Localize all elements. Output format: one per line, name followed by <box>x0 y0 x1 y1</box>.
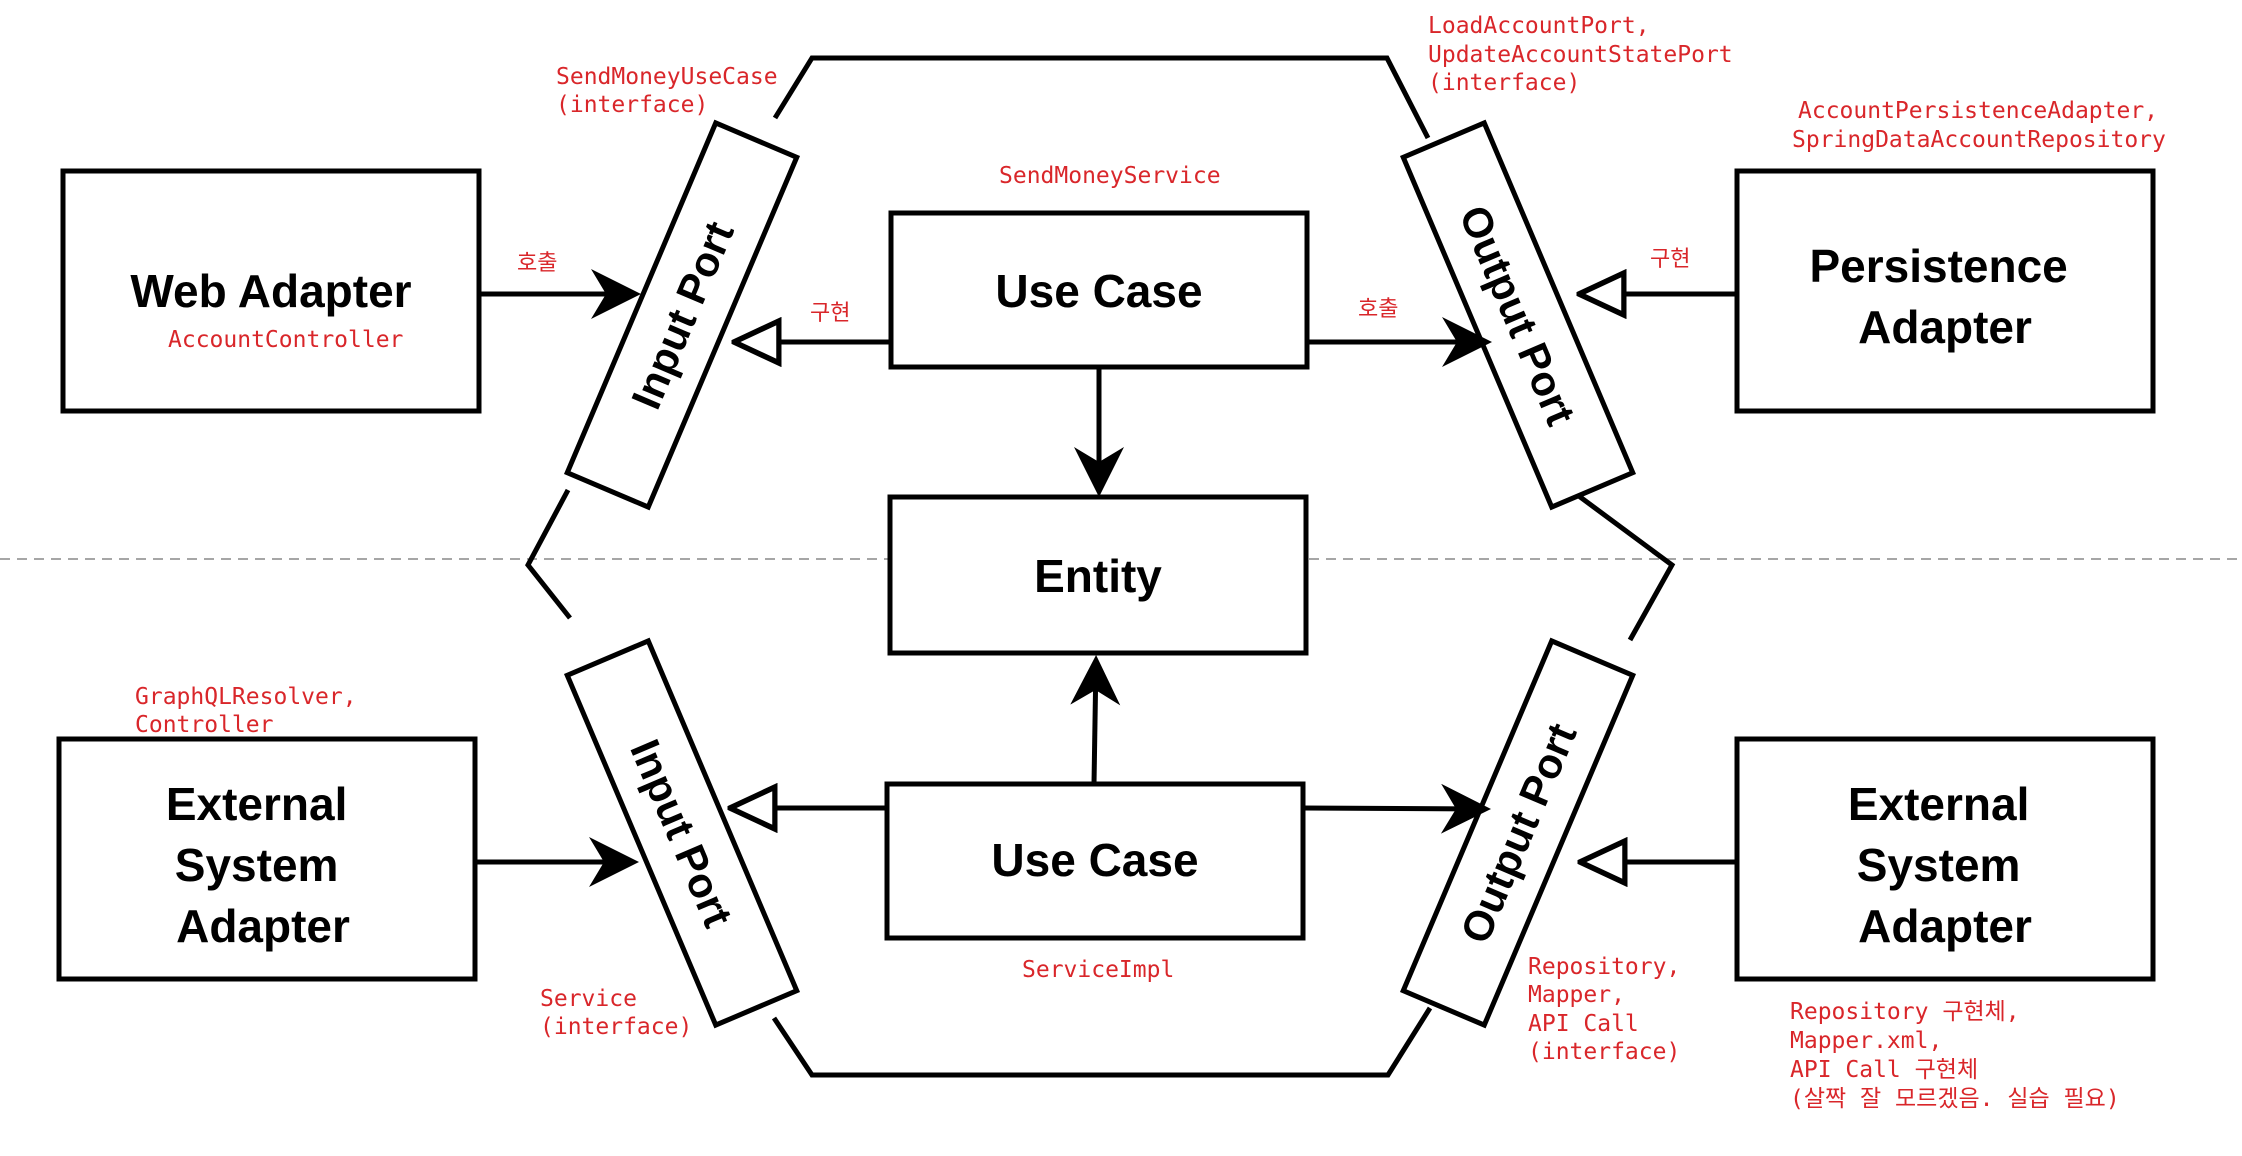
external-right-label-2: System <box>1857 839 2021 891</box>
note-service-impl: ServiceImpl <box>1022 957 1174 983</box>
input-port-top: Input Port <box>563 119 801 511</box>
persistence-adapter-label-1: Persistence <box>1809 240 2067 292</box>
output-port-top: Output Port <box>1399 119 1637 511</box>
svg-text:External System Ad: External System Adapter <box>1848 778 2042 952</box>
external-left-label-2: System <box>175 839 339 891</box>
entity-label: Entity <box>1034 550 1162 602</box>
arrow-usecase-bottom-to-output <box>1302 783 1491 834</box>
note-account-controller: AccountController <box>168 327 403 353</box>
arrows <box>475 269 1737 887</box>
arrow-usecase-bottom-to-entity <box>1070 655 1121 785</box>
external-right-label-1: External <box>1848 778 2030 830</box>
note-send-money-use-case: SendMoneyUseCase (interface) <box>556 64 791 118</box>
persistence-adapter-label-2: Adapter <box>1858 301 2032 353</box>
web-adapter-box: Web Adapter <box>60 168 482 414</box>
use-case-bottom-label: Use Case <box>991 834 1198 886</box>
svg-text:External System Ad: External System Adapter <box>166 778 360 952</box>
external-right-label-3: Adapter <box>1858 900 2032 952</box>
note-impl-input: 구현 <box>810 301 850 326</box>
external-system-adapter-right: External System Adapter <box>1734 736 2156 982</box>
note-call-output: 호출 <box>1358 297 1398 322</box>
note-service-interface: Service (interface) <box>540 986 692 1040</box>
hexagon-outline <box>525 55 1676 1078</box>
entity-box: Entity <box>887 494 1309 656</box>
use-case-bottom-box: Use Case <box>884 781 1306 941</box>
note-repository-interface: Repository, Mapper, API Call (interface) <box>1528 954 1694 1065</box>
note-send-money-service: SendMoneyService <box>999 163 1221 189</box>
note-account-persistence: AccountPersistenceAdapter, SpringDataAcc… <box>1792 98 2172 153</box>
note-impl-persistence: 구현 <box>1650 247 1690 272</box>
use-case-top-label: Use Case <box>995 265 1202 317</box>
svg-text:Persistence Adapter: Persistence Adapter <box>1809 240 2080 353</box>
note-load-account-port: LoadAccountPort, UpdateAccountStatePort … <box>1428 13 1747 96</box>
persistence-adapter-box: Persistence Adapter <box>1734 168 2156 414</box>
external-left-label-3: Adapter <box>176 900 350 952</box>
note-repository-impl: Repository 구현체, Mapper.xml, API Call 구현체… <box>1790 999 2120 1112</box>
use-case-top-box: Use Case <box>888 210 1310 370</box>
input-port-bottom: Input Port <box>563 637 801 1029</box>
note-graphql-resolver: GraphQLResolver, Controller <box>135 684 370 738</box>
external-system-adapter-left: External System Adapter <box>56 736 478 982</box>
note-call-web: 호출 <box>517 251 557 276</box>
web-adapter-label: Web Adapter <box>130 265 411 317</box>
external-left-label-1: External <box>166 778 348 830</box>
